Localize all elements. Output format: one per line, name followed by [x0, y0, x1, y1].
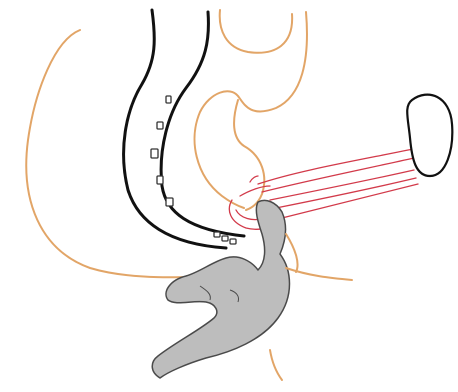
outer-orange-contour: [26, 30, 265, 277]
canal-item: [230, 239, 236, 244]
canal-item: [166, 96, 171, 103]
canal-item: [166, 198, 173, 206]
canal-item: [214, 232, 220, 237]
canal-contents: [151, 96, 236, 244]
organ-wall-contour: [195, 12, 307, 208]
lower-orange-contour: [270, 350, 282, 380]
organ-outer-contour: [220, 10, 292, 53]
canal-item: [151, 149, 158, 158]
lower-orange-contour: [286, 234, 298, 272]
gray-curved-structure: [152, 200, 289, 378]
organ-inner-contour: [234, 100, 264, 210]
canal-item: [157, 176, 163, 184]
attachment-oval: [407, 95, 452, 176]
canal-item: [157, 122, 163, 129]
canal-item: [222, 236, 228, 241]
